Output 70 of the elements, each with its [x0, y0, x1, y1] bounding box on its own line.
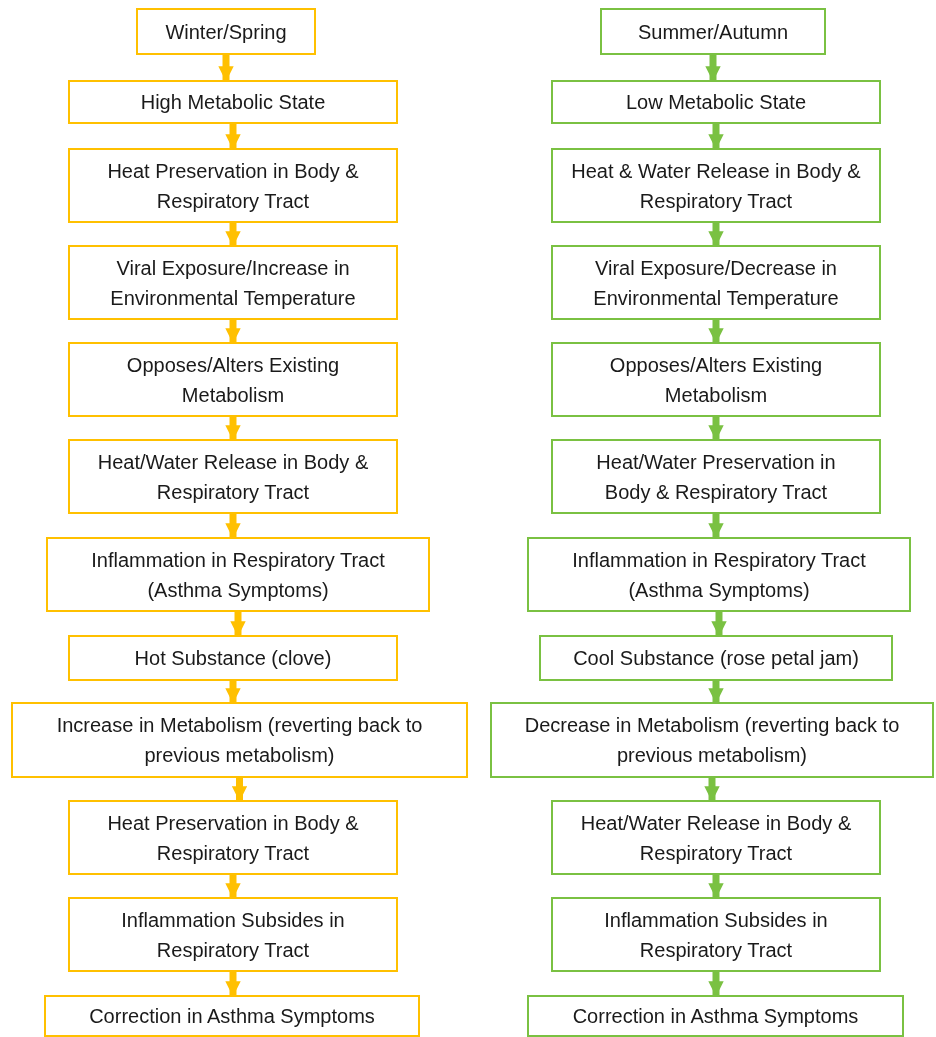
arrow [708, 875, 724, 899]
box-text: Heat Preservation in Body & Respiratory Tract [106, 810, 360, 866]
box-text: Opposes/Alters Existing Metabolism [608, 352, 824, 408]
process-box [551, 342, 881, 417]
arrow [708, 320, 724, 344]
box-text: Cool Substance (rose petal jam) [573, 646, 859, 671]
box-text: Correction in Asthma Symptoms [89, 1004, 375, 1029]
process-box [551, 897, 881, 972]
process-box [527, 995, 904, 1037]
arrow [704, 778, 720, 802]
box-text: Heat/Water Release in Body & Respiratory Tract [579, 810, 853, 866]
process-box [46, 537, 430, 612]
box-text: Winter/Spring [165, 19, 287, 45]
arrow [218, 55, 234, 82]
box-text: Summer/Autumn [637, 19, 789, 45]
arrow [231, 778, 248, 802]
process-box [136, 8, 316, 55]
arrow [708, 417, 724, 441]
process-box [600, 8, 826, 55]
box-text: Heat/Water Preservation in Body & Respiratory Tract [595, 449, 837, 505]
process-box [551, 80, 881, 124]
box-text: High Metabolic State [140, 90, 326, 115]
process-box [68, 800, 398, 875]
arrow [225, 514, 241, 539]
arrow [225, 124, 241, 150]
box-text: Inflammation in Respiratory Tract (Asthma Symptoms) [571, 547, 867, 603]
box-text: Heat & Water Release in Body & Respiratory Tract [571, 158, 861, 214]
arrow [225, 223, 241, 247]
box-text: Inflammation Subsides in Respiratory Tract [120, 907, 346, 963]
arrow [708, 681, 724, 704]
box-text: Correction in Asthma Symptoms [572, 1004, 859, 1029]
box-text: Increase in Metabolism (reverting back to previous metabolism) [55, 713, 424, 768]
process-box [11, 702, 468, 778]
arrow [225, 875, 241, 899]
process-box [68, 897, 398, 972]
process-box [68, 148, 398, 223]
arrow [708, 972, 724, 997]
arrow [711, 612, 727, 637]
process-box [68, 80, 398, 124]
arrow [230, 612, 246, 637]
box-text: Heat/Water Release in Body & Respiratory Tract [96, 449, 370, 505]
box-text: Inflammation Subsides in Respiratory Tract [603, 907, 829, 963]
arrow [225, 417, 241, 441]
box-text: Opposes/Alters Existing Metabolism [125, 352, 341, 408]
process-box [68, 342, 398, 417]
process-box [551, 245, 881, 320]
process-box [539, 635, 893, 681]
arrow [708, 223, 724, 247]
box-text: Inflammation in Respiratory Tract (Asthma Symptoms) [90, 547, 386, 603]
box-text: Heat Preservation in Body & Respiratory Tract [106, 158, 360, 214]
box-text: Viral Exposure/Increase in Environmental Temperature [109, 255, 357, 311]
box-text: Hot Substance (clove) [134, 646, 332, 671]
process-box [527, 537, 911, 612]
arrow [225, 320, 241, 344]
box-text: Viral Exposure/Decrease in Environmental Temperature [592, 255, 840, 311]
arrow [708, 514, 724, 539]
process-box [44, 995, 420, 1037]
process-box [68, 439, 398, 514]
process-box [490, 702, 934, 778]
box-text: Decrease in Metabolism (reverting back to previous metabolism) [523, 713, 901, 768]
arrow [225, 681, 241, 704]
arrow [708, 124, 724, 150]
process-box [68, 245, 398, 320]
process-box [551, 800, 881, 875]
arrow [705, 55, 721, 82]
process-box [68, 635, 398, 681]
process-box [551, 439, 881, 514]
process-box [551, 148, 881, 223]
box-text: Low Metabolic State [625, 90, 807, 115]
arrow [225, 972, 241, 997]
